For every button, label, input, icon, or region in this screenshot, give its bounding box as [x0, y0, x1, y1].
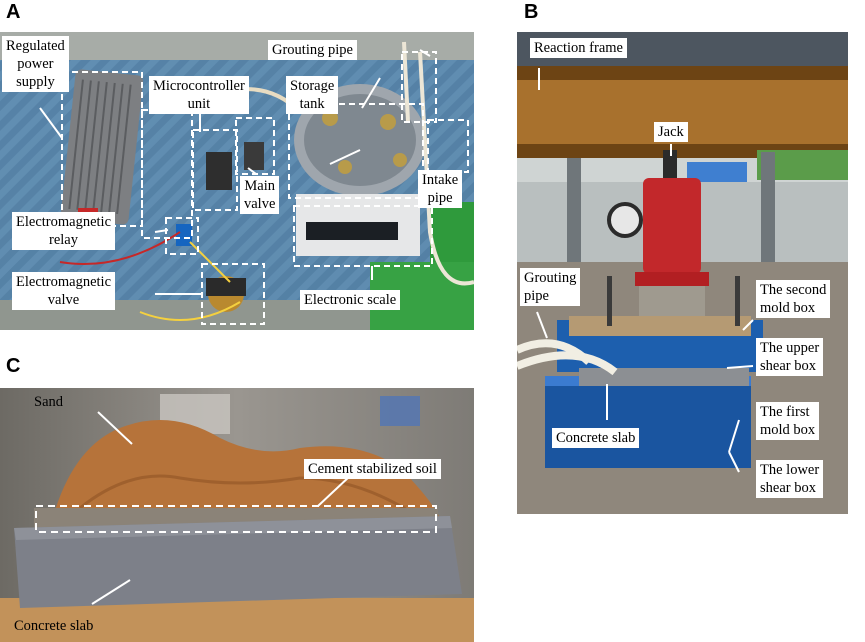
- panel-letter-a: A: [6, 1, 21, 23]
- label-electromagnetic-relay: Electromagnetic relay: [12, 212, 116, 250]
- label-regulated-power-supply: Regulated power supply: [2, 36, 69, 92]
- label-jack: Jack: [654, 122, 688, 142]
- label-cement-stabilized-soil: Cement stabilized soil: [304, 459, 441, 479]
- label-electronic-scale: Electronic scale: [300, 290, 401, 310]
- label-storage-tank: Storage tank: [286, 76, 339, 114]
- label-main-valve: Main valve: [240, 176, 280, 214]
- panel-letter-b: B: [524, 1, 539, 23]
- label-grouting-pipe-a: Grouting pipe: [268, 40, 357, 60]
- label-sand: Sand: [34, 394, 63, 410]
- label-concrete-slab-b: Concrete slab: [552, 428, 640, 448]
- label-first-mold-box: The first mold box: [756, 402, 820, 440]
- label-electromagnetic-valve: Electromagnetic valve: [12, 272, 116, 310]
- panel-letter-c: C: [6, 355, 21, 377]
- label-lower-shear-box: The lower shear box: [756, 460, 824, 498]
- photo-panel-c: [0, 388, 474, 642]
- label-microcontroller-unit: Microcontroller unit: [149, 76, 249, 114]
- label-concrete-slab-c: Concrete slab: [14, 618, 94, 634]
- label-upper-shear-box: The upper shear box: [756, 338, 824, 376]
- label-reaction-frame: Reaction frame: [530, 38, 627, 58]
- label-intake-pipe: Intake pipe: [418, 170, 463, 208]
- photo-c-illustration: [0, 388, 474, 642]
- label-second-mold-box: The second mold box: [756, 280, 831, 318]
- label-grouting-pipe-b: Grouting pipe: [520, 268, 581, 306]
